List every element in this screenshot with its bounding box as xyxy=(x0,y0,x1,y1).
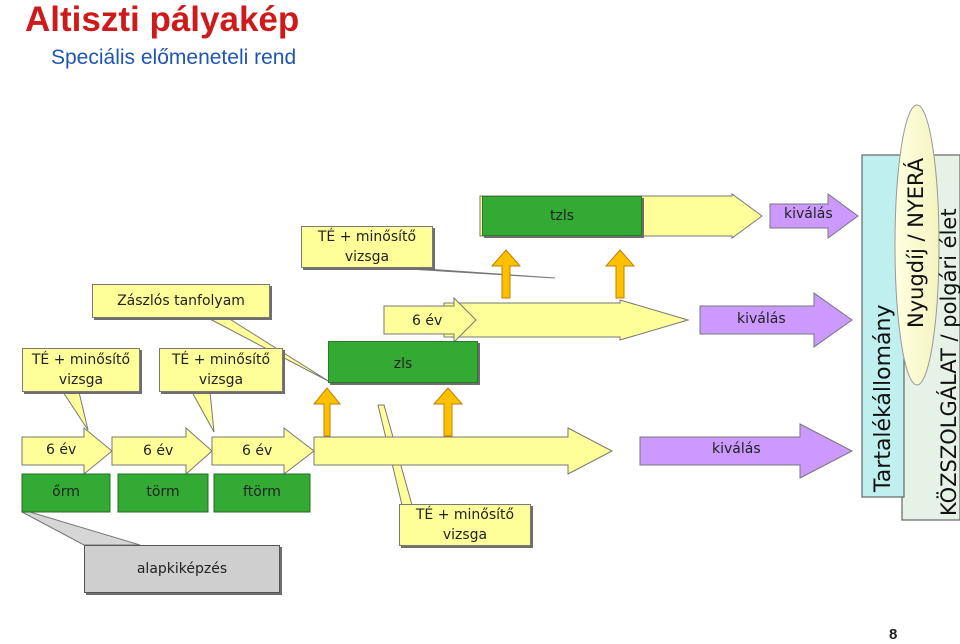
page-title: Altiszti pályakép xyxy=(25,0,300,39)
basic-training-label: alapkiképzés xyxy=(136,561,228,577)
exam-left-line1: TÉ + minősítő xyxy=(31,352,131,368)
duration-2-arrow xyxy=(111,426,213,476)
long-service-arrow xyxy=(313,427,614,475)
rank-tzls-label: tzls xyxy=(549,208,575,224)
duration-1-arrow xyxy=(21,426,113,476)
exit-bottom-arrow xyxy=(639,423,854,479)
rank-tzls-box: tzls xyxy=(482,196,642,236)
exam-mid-callout: TÉ + minősítő vizsga xyxy=(159,348,283,392)
rank-zls-box: zls xyxy=(328,341,478,383)
rank-torm-box xyxy=(117,473,209,513)
exam-left-callout: TÉ + minősítő vizsga xyxy=(22,348,140,392)
exam-mid-line2: vizsga xyxy=(198,372,244,388)
rank-torm-label: törm xyxy=(146,484,180,500)
exam-top-line1: TÉ + minősítő xyxy=(317,229,417,245)
rank-ftorm-box xyxy=(213,473,311,513)
duration-4-arrow xyxy=(383,296,477,344)
duration-3-arrow xyxy=(211,426,315,476)
flag-course-callout: Zászlós tanfolyam xyxy=(92,284,270,318)
duration-2-label: 6 év xyxy=(143,443,174,459)
reserve-label: Tartalékállomány xyxy=(871,304,896,492)
exam-left-tail xyxy=(62,391,89,431)
page-number: 8 xyxy=(889,626,898,643)
exit-top-arrow xyxy=(769,193,859,239)
exam-mid-line1: TÉ + minősítő xyxy=(171,352,271,368)
basic-training-box: alapkiképzés xyxy=(84,545,280,593)
pension-oval xyxy=(894,104,940,386)
exam-top-callout: TÉ + minősítő vizsga xyxy=(301,226,433,268)
exit-bottom-label: kiválás xyxy=(712,441,761,457)
exam-top-line2: vizsga xyxy=(344,249,390,265)
exam-left-line2: vizsga xyxy=(58,372,104,388)
exam-top-tail xyxy=(391,267,556,279)
rank-zls-label: zls xyxy=(393,356,413,372)
duration-4-label: 6 év xyxy=(412,313,443,329)
flag-course-label: Zászlós tanfolyam xyxy=(117,293,245,309)
up-arrow-3 xyxy=(490,249,522,299)
duration-3-label: 6 év xyxy=(242,443,273,459)
rank-orm-box xyxy=(21,473,111,513)
duration-1-label: 6 év xyxy=(46,442,77,458)
exit-middle-label: kiválás xyxy=(737,311,786,327)
exam-mid-tail xyxy=(191,391,215,433)
basic-training-connector xyxy=(21,511,141,546)
up-arrow-4 xyxy=(604,249,636,299)
exam-bottom-callout: TÉ + minősítő vizsga xyxy=(399,504,531,546)
zls-arrow xyxy=(443,299,690,341)
up-arrow-1 xyxy=(312,387,342,437)
exit-middle-arrow xyxy=(699,292,853,348)
public-service-label: KÖZSZOLGÁLAT / polgári élet xyxy=(937,208,960,516)
rank-ftorm-label: ftörm xyxy=(243,484,281,500)
pension-label: Nyugdíj / NYERÁ xyxy=(904,157,928,328)
exam-bottom-line2: vizsga xyxy=(442,527,488,543)
exit-top-label: kiválás xyxy=(784,206,833,222)
rank-orm-label: őrm xyxy=(52,484,80,500)
page-subtitle: Speciális előmeneteli rend xyxy=(51,46,297,69)
exam-bottom-line1: TÉ + minősítő xyxy=(415,507,515,523)
up-arrow-2 xyxy=(432,387,464,437)
